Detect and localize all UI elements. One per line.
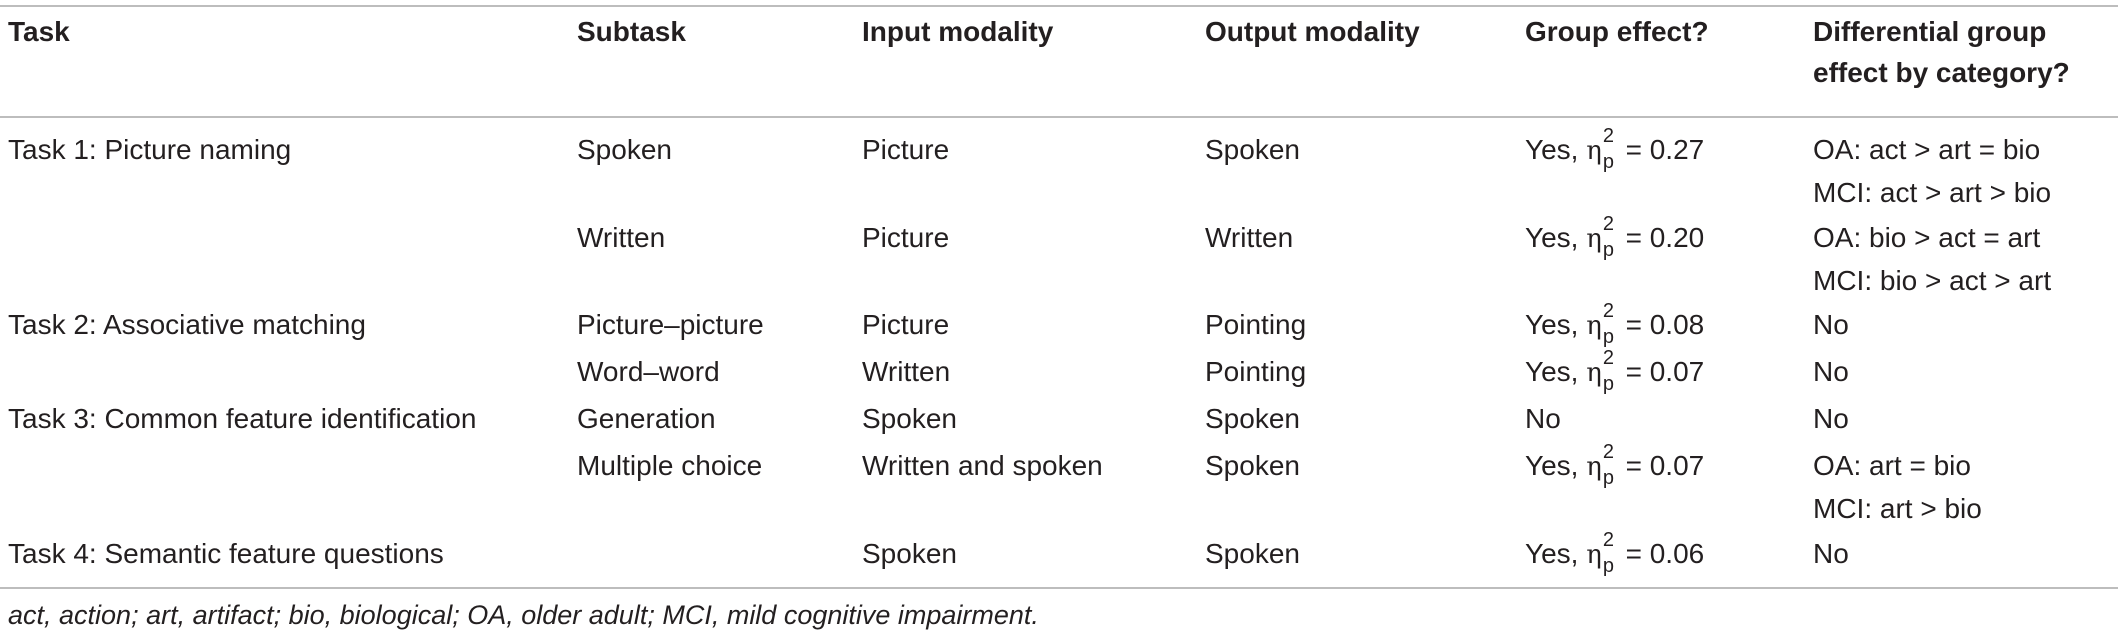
header-input-modality: Input modality [862,16,1054,47]
eta-symbol: η [1586,311,1602,341]
group-effect-value: = 0.27 [1617,134,1705,165]
group-effect-prefix: Yes, [1525,538,1587,569]
group-effect-value: = 0.07 [1617,450,1705,481]
row-3-task: Task 2: Associative matching [8,309,366,340]
eta-subscript: p [1602,467,1614,489]
row-4-input: Written [862,356,951,387]
row-1-diff-line1: OA: act > art = bio [1813,134,2041,165]
group-effect-prefix: Yes, [1525,450,1587,481]
row-4-diff-line1: No [1813,356,1849,387]
eta-superscript: 2 [1602,347,1614,369]
eta-subscript: p [1602,326,1614,348]
row-6-subtask: Multiple choice [577,450,763,481]
group-effect-value: = 0.07 [1617,356,1705,387]
row-4-output: Pointing [1205,356,1307,387]
eta-symbol: η [1586,136,1602,166]
header-subtask: Subtask [577,16,686,47]
row-6-input: Written and spoken [862,450,1103,481]
row-6-diff-line2: MCI: art > bio [1813,493,1982,524]
bottom-rule [0,587,2118,589]
table-footnote: act, action; art, artifact; bio, biologi… [8,600,1039,630]
top-rule [0,5,2118,7]
row-3-output: Pointing [1205,309,1307,340]
group-effect-prefix: Yes, [1525,134,1587,165]
eta-symbol: η [1586,358,1602,388]
group-effect-value: = 0.06 [1617,538,1705,569]
eta-symbol: η [1586,540,1602,570]
row-5-subtask: Generation [577,403,716,434]
row-7-task: Task 4: Semantic feature questions [8,538,444,569]
group-effect-prefix: Yes, [1525,309,1587,340]
row-1-task: Task 1: Picture naming [8,134,292,165]
header-task: Task [8,16,70,47]
row-3-diff-line1: No [1813,309,1849,340]
eta-superscript: 2 [1602,125,1614,147]
row-2-diff-line2: MCI: bio > act > art [1813,265,2052,296]
row-5-output: Spoken [1205,403,1300,434]
row-2-output: Written [1205,222,1294,253]
eta-superscript: 2 [1602,441,1614,463]
header-rule [0,116,2118,118]
header-differential-line2: effect by category? [1813,57,2070,88]
group-effect-prefix: Yes, [1525,356,1587,387]
row-7-input: Spoken [862,538,957,569]
row-1-input: Picture [862,134,950,165]
row-5-group-effect: No [1525,403,1561,434]
eta-superscript: 2 [1602,213,1614,235]
header-group-effect: Group effect? [1525,16,1709,47]
eta-superscript: 2 [1602,529,1614,551]
header-differential-line1: Differential group [1813,16,2047,47]
row-3-input: Picture [862,309,950,340]
row-1-output: Spoken [1205,134,1300,165]
eta-superscript: 2 [1602,300,1614,322]
eta-subscript: p [1602,555,1614,577]
eta-symbol: η [1586,452,1602,482]
row-1-subtask: Spoken [577,134,672,165]
row-5-task: Task 3: Common feature identification [8,403,477,434]
group-effect-value: = 0.08 [1617,309,1705,340]
eta-subscript: p [1602,151,1614,173]
row-3-subtask: Picture–picture [577,309,764,340]
row-2-input: Picture [862,222,950,253]
row-1-diff-line2: MCI: act > art > bio [1813,177,2052,208]
row-5-diff-line1: No [1813,403,1849,434]
row-6-diff-line1: OA: art = bio [1813,450,1971,481]
row-6-output: Spoken [1205,450,1300,481]
row-7-diff-line1: No [1813,538,1849,569]
eta-subscript: p [1602,373,1614,395]
header-output-modality: Output modality [1205,16,1420,47]
row-5-input: Spoken [862,403,957,434]
row-2-subtask: Written [577,222,666,253]
row-7-output: Spoken [1205,538,1300,569]
eta-symbol: η [1586,224,1602,254]
row-4-subtask: Word–word [577,356,720,387]
eta-subscript: p [1602,239,1614,261]
group-effect-value: = 0.20 [1617,222,1705,253]
group-effect-prefix: Yes, [1525,222,1587,253]
row-2-diff-line1: OA: bio > act = art [1813,222,2041,253]
